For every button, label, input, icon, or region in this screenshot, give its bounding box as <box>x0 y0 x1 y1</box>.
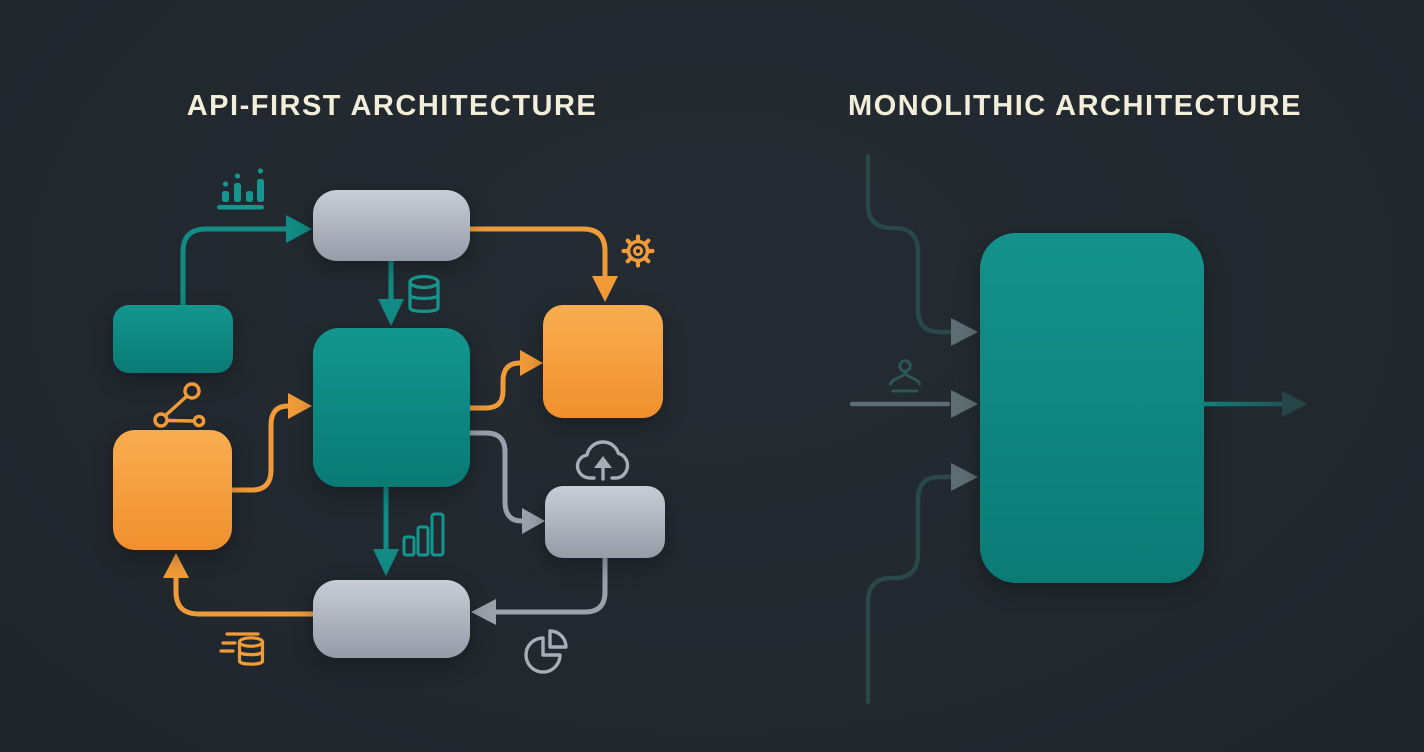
connector-core-to-orange-right <box>467 360 523 411</box>
monolithic-diagram <box>849 153 1307 705</box>
connector-gray-bottom-to-orange-left <box>173 575 316 617</box>
bar-chart-icon <box>217 168 264 210</box>
connector-gray-top-to-orange-right <box>467 226 608 280</box>
gray-node-top <box>313 190 470 261</box>
connector-core-to-gray-small <box>467 430 525 524</box>
api-first-diagram <box>113 168 665 674</box>
arrowhead <box>286 215 312 243</box>
connector-gray-small-to-gray-bottom <box>493 555 608 615</box>
arrowhead <box>471 599 496 625</box>
cloud-upload-icon <box>575 440 630 481</box>
right-panel-title: MONOLITHIC ARCHITECTURE <box>848 90 1302 122</box>
pie-chart-icon <box>524 629 568 674</box>
arrowhead <box>592 276 618 302</box>
orange-node-right <box>543 305 663 418</box>
arrowhead <box>378 299 404 326</box>
arrowhead <box>951 390 978 418</box>
monolith-block <box>980 233 1204 583</box>
arrowhead <box>951 318 978 346</box>
teal-node-small <box>113 305 233 373</box>
input-connector-top <box>865 153 954 335</box>
gear-icon <box>621 234 655 268</box>
up-arrowhead <box>594 456 612 468</box>
gray-node-small <box>545 486 665 558</box>
database-icon <box>408 274 440 313</box>
input-connector-bottom <box>865 474 954 705</box>
orange-node-left <box>113 430 232 550</box>
connector-orange-left-to-core <box>229 403 291 493</box>
arrowhead <box>163 553 189 578</box>
data-logs-icon <box>219 632 265 666</box>
share-nodes-icon <box>153 382 206 428</box>
arrowhead <box>288 393 312 419</box>
arrowhead <box>373 549 399 576</box>
branch-icon <box>889 359 921 393</box>
arrowhead <box>522 508 545 534</box>
arrowhead <box>951 463 978 491</box>
gray-node-bottom <box>313 580 470 658</box>
left-panel-title: API-FIRST ARCHITECTURE <box>186 90 598 122</box>
arrowhead <box>520 350 543 376</box>
column-chart-icon <box>402 512 445 557</box>
connector-teal-small-to-gray-top <box>180 226 289 307</box>
arrowhead <box>1282 391 1307 417</box>
teal-node-core <box>313 328 470 487</box>
